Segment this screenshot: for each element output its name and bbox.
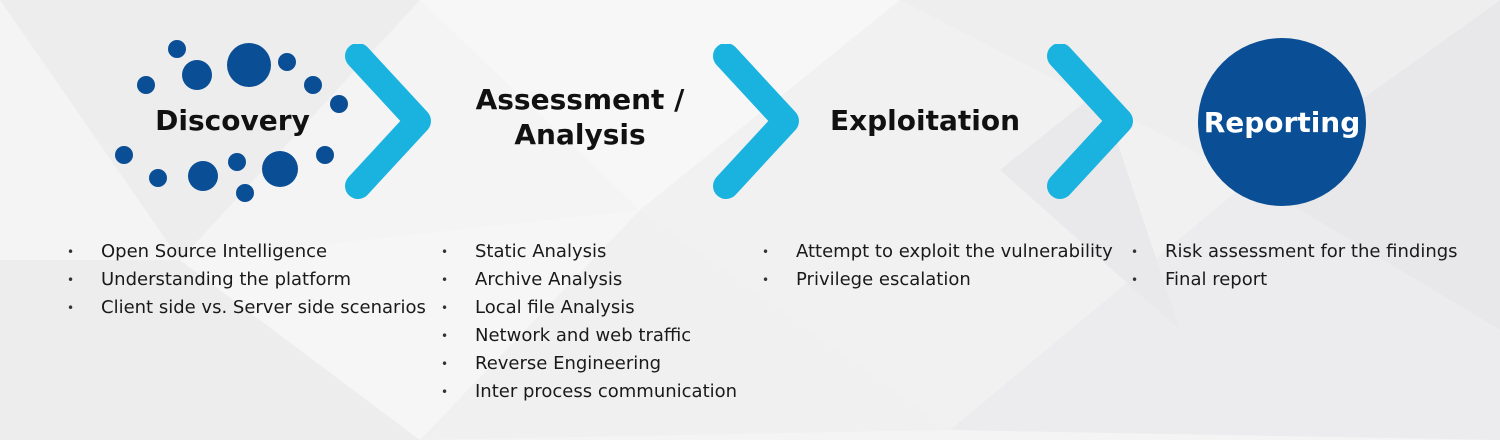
list-item: • Understanding the platform (67, 266, 426, 294)
list-item-text: Inter process communication (475, 381, 738, 402)
list-item-text: Client side vs. Server side scenarios (101, 297, 426, 318)
list-item-text: Risk assessment for the findings (1165, 241, 1458, 262)
reporting-list: • Risk assessment for the findings • Final… (1131, 238, 1458, 294)
dot (182, 60, 212, 90)
dot (278, 53, 296, 71)
list-item-text: Static Analysis (475, 241, 607, 262)
list-item: • Attempt to exploit the vulnerability (762, 238, 1113, 266)
bullet-icon: • (67, 245, 75, 259)
list-item-text: Network and web traffic (475, 325, 692, 346)
list-item-text: Final report (1165, 269, 1268, 290)
bullet-icon: • (441, 329, 449, 343)
list-item-text: Understanding the platform (101, 269, 352, 290)
list-item: • Static Analysis (441, 238, 737, 266)
bullet-icon: • (1131, 273, 1139, 287)
bullet-icon: • (441, 301, 449, 315)
list-item: • Reverse Engineering (441, 350, 737, 378)
list-item-text: Attempt to exploit the vulnerability (796, 241, 1113, 262)
dot (236, 184, 254, 202)
bullet-icon: • (441, 357, 449, 371)
bullet-icon: • (762, 245, 770, 259)
list-item: • Inter process communication (441, 378, 738, 406)
list-item-text: Local file Analysis (475, 297, 635, 318)
bullet-icon: • (67, 301, 75, 315)
dot (316, 146, 334, 164)
assessment-title: Assessment / Analysis (455, 82, 705, 152)
list-item: • Open Source Intelligence (67, 238, 426, 266)
bullet-icon: • (441, 385, 449, 399)
list-item: • Privilege escalation (762, 266, 1113, 294)
chevron-right-icon (1047, 44, 1133, 199)
exploitation-title: Exploitation (829, 104, 1021, 137)
dot (228, 153, 246, 171)
list-item: • Archive Analysis (441, 266, 737, 294)
list-item-text: Open Source Intelligence (101, 241, 328, 262)
bullet-icon: • (762, 273, 770, 287)
dot (304, 76, 322, 94)
exploitation-list: • Attempt to exploit the vulnerability • P… (762, 238, 1113, 294)
dot (188, 161, 218, 191)
assessment-list: • Static Analysis • Archive Analysis • Loca… (441, 238, 738, 406)
chevron-right-icon (713, 44, 799, 199)
discovery-list: • Open Source Intelligence • Understanding… (67, 238, 426, 322)
discovery-title: Discovery (155, 104, 310, 137)
assessment-title-line1: Assessment / (475, 83, 685, 116)
dot (330, 95, 348, 113)
list-item-text: Privilege escalation (796, 269, 971, 290)
list-item-text: Archive Analysis (475, 269, 623, 290)
assessment-title-line2: Analysis (514, 118, 646, 151)
list-item: • Network and web traffic (441, 322, 737, 350)
list-item: • Local file Analysis (441, 294, 737, 322)
dot (262, 151, 298, 187)
reporting-circle: Reporting (1198, 38, 1366, 206)
dot (227, 43, 271, 87)
bullet-icon: • (1131, 245, 1139, 259)
list-item-text: Reverse Engineering (475, 353, 662, 374)
list-item: • Risk assessment for the findings (1131, 238, 1458, 266)
dot (149, 169, 167, 187)
bullet-icon: • (67, 273, 75, 287)
discovery-dots-graphic (115, 40, 348, 202)
list-item: • Client side vs. Server side scenarios (67, 294, 426, 322)
dot (115, 146, 133, 164)
reporting-title: Reporting (1203, 105, 1361, 139)
list-item: • Final report (1131, 266, 1458, 294)
bullet-icon: • (441, 245, 449, 259)
dot (137, 76, 155, 94)
bullet-icon: • (441, 273, 449, 287)
dot (168, 40, 186, 58)
chevron-right-icon (345, 44, 431, 199)
